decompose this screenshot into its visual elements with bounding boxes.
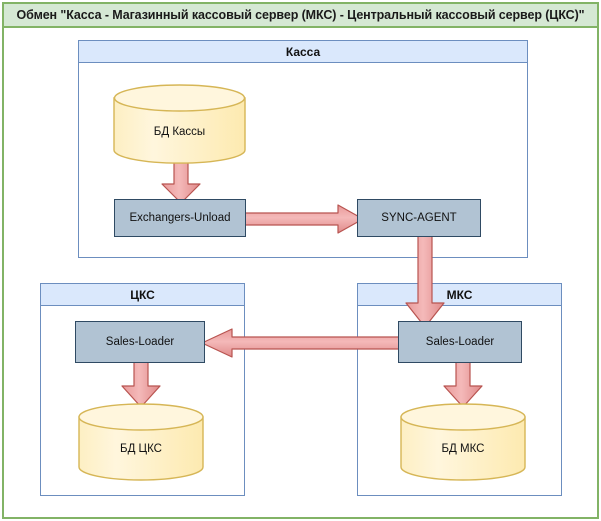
arrow-down-icon bbox=[405, 233, 445, 328]
arrow-right-icon bbox=[242, 204, 364, 234]
arrow-down-icon bbox=[121, 362, 161, 408]
arrow-exchangers-unload-to-sync-agent bbox=[242, 204, 364, 234]
arrow-sales-loader-mks-to-sales-loader-cks bbox=[201, 328, 406, 358]
process-node-exchangers-unload[interactable]: Exchangers-Unload bbox=[114, 199, 246, 237]
database-node-bd-cks: БД ЦКС bbox=[78, 403, 204, 481]
process-node-sales-loader-cks[interactable]: Sales-Loader bbox=[75, 321, 205, 363]
database-cylinder-icon bbox=[113, 84, 246, 164]
process-node-sales-loader-mks[interactable]: Sales-Loader bbox=[398, 321, 522, 363]
pool-mks-header: МКС bbox=[357, 283, 562, 306]
database-cylinder-icon bbox=[78, 403, 204, 481]
database-node-bd-kassy: БД Кассы bbox=[113, 84, 246, 164]
process-node-sync-agent[interactable]: SYNC-AGENT bbox=[357, 199, 481, 237]
arrow-left-icon bbox=[201, 328, 406, 358]
arrow-db-kassy-to-exchangers-unload bbox=[155, 160, 207, 204]
database-node-bd-mks: БД МКС bbox=[400, 403, 526, 481]
pool-cks-header: ЦКС bbox=[40, 283, 245, 306]
pool-kassa-header: Касса bbox=[78, 40, 528, 63]
database-label: БД МКС bbox=[441, 443, 485, 455]
database-cylinder-icon bbox=[400, 403, 526, 481]
arrow-down-icon bbox=[443, 362, 483, 408]
diagram-title: Обмен "Касса - Магазинный кассовый серве… bbox=[2, 2, 599, 28]
arrow-down-icon bbox=[161, 160, 201, 204]
database-label: БД ЦКС bbox=[120, 443, 162, 455]
arrow-sales-loader-cks-to-db-cks bbox=[118, 362, 164, 408]
arrow-sales-loader-mks-to-db-mks bbox=[440, 362, 486, 408]
database-label: БД Кассы bbox=[153, 126, 206, 138]
arrow-sync-agent-to-sales-loader-mks bbox=[404, 233, 446, 328]
